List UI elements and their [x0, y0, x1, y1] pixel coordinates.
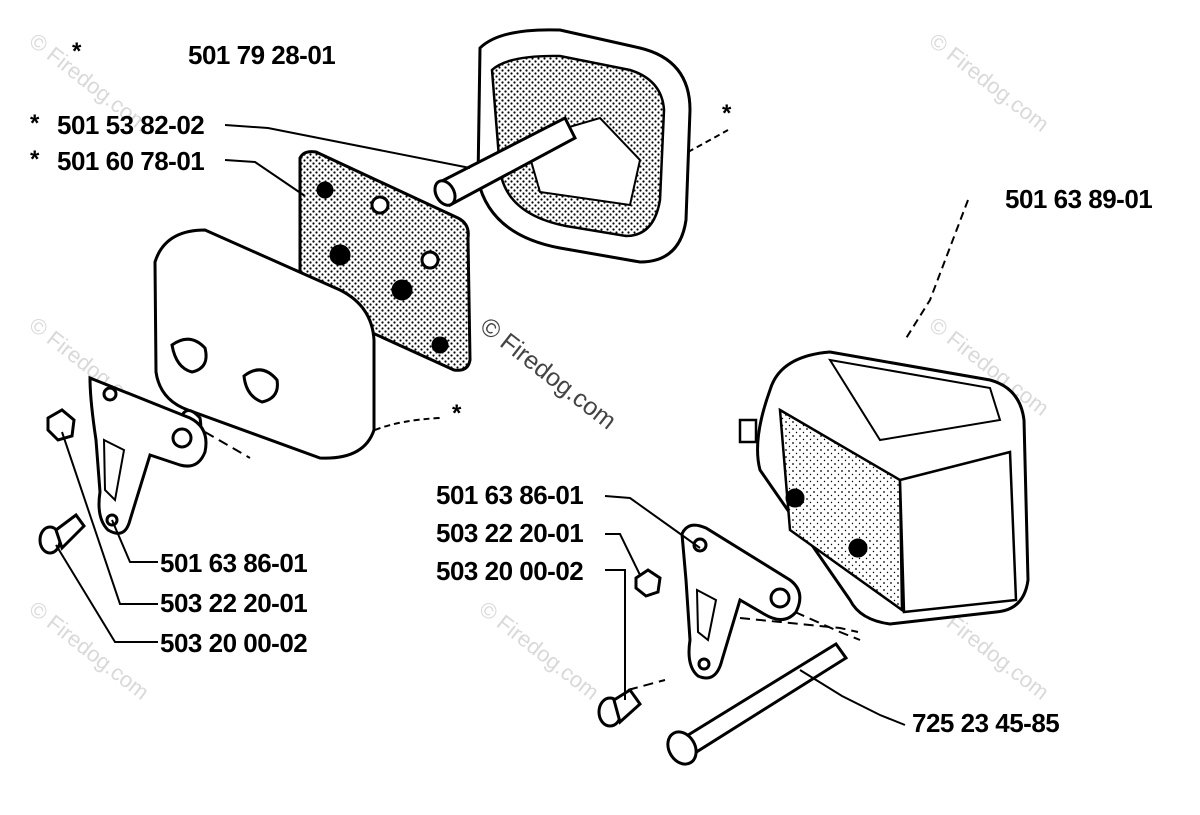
part-label-top-cover: 501 79 28-01	[188, 40, 336, 70]
asterisk-marker: *	[30, 110, 40, 137]
left-screw	[38, 512, 86, 555]
top-cover	[476, 28, 692, 264]
left-plate	[88, 375, 208, 535]
part-label-right-screw: 503 20 00-02	[436, 556, 584, 586]
part-label-right-nut: 503 22 20-01	[436, 518, 584, 548]
part-label-left-screw: 503 20 00-02	[160, 628, 308, 658]
right-muffler	[738, 350, 1030, 626]
part-label-right-plate: 501 63 86-01	[436, 480, 584, 510]
asterisk-marker: *	[452, 400, 462, 427]
right-nut	[634, 568, 662, 598]
asterisk-marker: *	[72, 38, 82, 65]
part-label-left-plate: 501 63 86-01	[160, 548, 308, 578]
leader-lines	[55, 124, 969, 726]
right-screw	[597, 687, 642, 728]
part-label-right-muffler: 501 63 89-01	[1005, 184, 1153, 214]
tube	[433, 115, 577, 208]
part-label-gasket: 501 60 78-01	[57, 146, 205, 176]
left-nut	[46, 408, 76, 442]
part-label-bolt: 725 23 45-85	[912, 708, 1060, 738]
asterisk-marker: *	[30, 146, 40, 173]
part-label-tube: 501 53 82-02	[57, 110, 205, 140]
right-plate	[680, 523, 802, 680]
part-label-left-nut: 503 22 20-01	[160, 588, 308, 618]
left-muffler-body	[153, 228, 376, 460]
asterisk-marker: *	[722, 100, 732, 127]
